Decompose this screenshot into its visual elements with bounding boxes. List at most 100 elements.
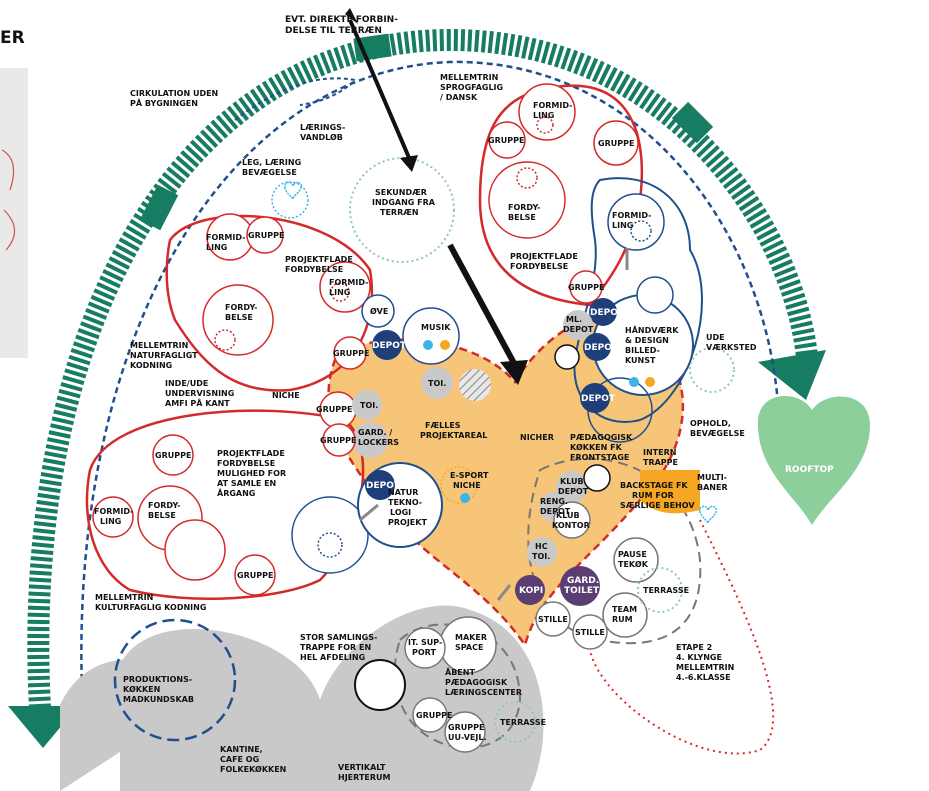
label-sekundaer-3: TERRÆN — [380, 208, 419, 217]
label-gruppe-7: GRUPPE — [320, 436, 356, 445]
label-natur-tekno-4: PROJEKT — [388, 518, 427, 527]
room-gruppe-kultur-2 — [234, 554, 276, 596]
label-gruppe-5: GRUPPE — [333, 349, 369, 358]
label-multi-1: MULTI- — [697, 473, 727, 482]
label-fordy-2a: FORDY- — [225, 303, 257, 312]
label-ophold-1: OPHOLD, — [690, 419, 731, 428]
room-formidling-natur-2 — [319, 261, 371, 313]
room-kopi — [515, 575, 545, 605]
backstage-area — [640, 470, 700, 514]
label-samle-1: PROJEKTFLADE — [217, 449, 285, 458]
label-formid-4b: LING — [329, 288, 350, 297]
label-pf-right-1: PROJEKTFLADE — [510, 252, 578, 261]
terrasse-circle-right — [637, 567, 683, 613]
label-faelles-2: PROJEKTAREAL — [420, 431, 487, 440]
label-maker-2: SPACE — [455, 643, 483, 652]
label-klub-depot-2: DEPOT — [558, 487, 589, 496]
label-uu-2: UU-VEJL. — [448, 733, 487, 742]
room-team — [602, 592, 648, 638]
rooftop-heart — [757, 396, 870, 525]
label-toi-2: TOI. — [360, 401, 378, 410]
gard-lockers-circle — [352, 422, 388, 458]
label-formid-2a: FORMID- — [612, 211, 651, 220]
label-kultur-1: MELLEMTRIN — [95, 593, 153, 602]
cluster-natur — [165, 214, 374, 392]
label-etape-3: MELLEMTRIN — [676, 663, 734, 672]
label-gard-2: LOCKERS — [358, 438, 399, 447]
label-faelles-1: FÆLLES — [425, 421, 461, 430]
label-hc-1: HC — [535, 542, 548, 551]
label-haandvaerk-1: HÅNDVÆRK — [625, 325, 679, 335]
room-gruppe-sprog-1 — [488, 121, 526, 159]
label-backstage-3: SÆRLIGE BEHOV — [620, 501, 695, 510]
label-depot-4: DEPOT — [372, 341, 407, 351]
label-direct-connection-2: DELSE TIL TERRÆN — [285, 26, 382, 36]
page-heading: ER — [0, 28, 25, 48]
label-klub-depot-1: KLUB — [560, 477, 584, 486]
cluster-sprog — [478, 84, 644, 307]
label-pause-1: PAUSE — [618, 550, 647, 559]
sekundaer-circle — [349, 157, 455, 263]
label-pf-left-2: FORDYBELSE — [285, 265, 343, 274]
label-pause-2: TEKØK — [618, 559, 649, 569]
label-gard-toilet-1: GARD. — [567, 576, 599, 586]
label-etape-2: 4. KLYNGE — [676, 653, 722, 662]
room-ove — [361, 294, 395, 328]
label-depot-2: DEPOT — [584, 343, 619, 353]
label-direct-connection-1: EVT. DIREKTE FORBIN- — [285, 15, 398, 25]
label-niche: NICHE — [272, 391, 300, 400]
arc-arrowhead-right — [758, 350, 826, 400]
room-fordybelse-natur — [202, 284, 274, 356]
esport-circle — [440, 466, 478, 504]
label-samle-4: AT SAMLE EN — [217, 479, 276, 488]
label-natur-tekno-3: LOGI — [390, 508, 411, 517]
label-formid-3a: FORMID- — [206, 233, 245, 242]
label-gard-1: GARD. / — [358, 428, 392, 437]
label-paedagogisk-2: KØKKEN FK — [570, 442, 623, 452]
label-produktion-3: MADKUNDSKAB — [123, 695, 194, 704]
inner-circulation-arc — [80, 60, 780, 691]
label-abent-3: LÆRINGSCENTER — [445, 688, 522, 697]
label-vandlob-2: VANDLØB — [300, 132, 343, 142]
label-natur-2: NATURFAGLIGT — [130, 351, 198, 360]
terrasse-circle-bottom — [494, 701, 536, 743]
label-natur-tekno-1: NATUR — [388, 488, 418, 497]
label-natur-3: KODNING — [130, 361, 172, 370]
depot-natur — [372, 330, 402, 360]
room-klub-depot — [556, 471, 588, 503]
toi-1 — [421, 367, 453, 399]
label-nicher: NICHER — [520, 433, 554, 442]
label-kantine-2: CAFE OG — [220, 755, 259, 764]
label-pf-right-2: FORDYBELSE — [510, 262, 568, 271]
label-klub-kontor-1: KLUB — [556, 511, 580, 520]
label-inde-1: INDE/UDE — [165, 379, 208, 388]
label-backstage-2: RUM FOR — [632, 491, 674, 500]
label-klub-kontor-2: KONTOR — [552, 521, 590, 530]
entrance-arrow — [447, 243, 518, 367]
label-leg-2: BEVÆGELSE — [242, 168, 297, 177]
label-ude-2: VÆRKSTED — [706, 343, 757, 352]
label-multi-2: BANER — [697, 483, 728, 492]
label-hc-2: TOI. — [532, 552, 550, 561]
label-fordy-2b: BELSE — [225, 313, 253, 322]
label-musik: MUSIK — [421, 323, 451, 332]
label-natur-tekno-2: TEKNO- — [388, 498, 422, 507]
label-gruppe-9: GRUPPE — [237, 571, 273, 580]
label-samling-3: HEL AFDELING — [300, 653, 365, 662]
cluster-haandvaerk — [573, 177, 703, 423]
room-gruppe-natur — [246, 216, 284, 254]
label-formid-1b: LING — [533, 111, 554, 120]
label-fordy-3a: FORDY- — [148, 501, 180, 510]
label-it-2: PORT — [412, 648, 436, 657]
room-gruppe-natur-2 — [333, 336, 367, 370]
room-gruppe-sprog-3 — [569, 270, 603, 304]
label-abent-2: PÆDAGOGISK — [445, 678, 508, 687]
label-samle-5: ÅRGANG — [217, 488, 255, 498]
label-pf-left-1: PROJEKTFLADE — [285, 255, 353, 264]
toi-2 — [352, 390, 382, 420]
label-kantine-1: KANTINE, — [220, 745, 263, 754]
label-gruppe-lc: GRUPPE — [416, 711, 452, 720]
label-gruppe-3: GRUPPE — [568, 283, 604, 292]
room-musik — [402, 307, 460, 365]
label-sekundaer-2: INDGANG FRA — [372, 198, 436, 207]
